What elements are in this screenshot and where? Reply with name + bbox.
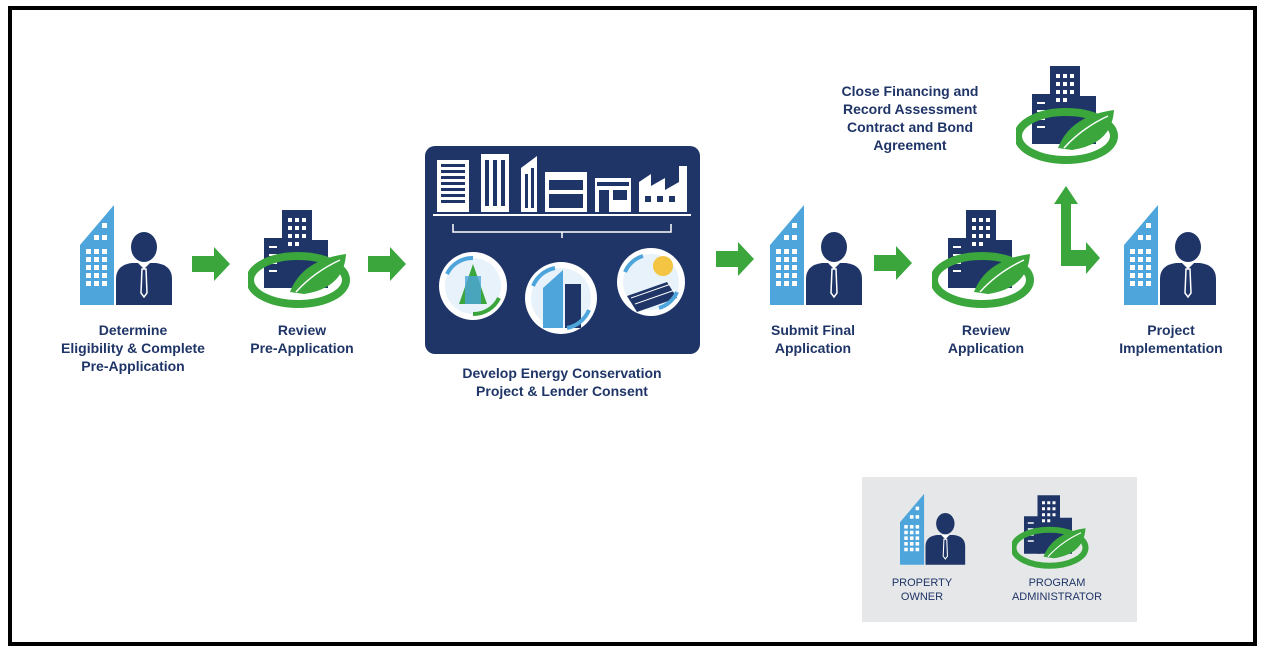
legend-program-administrator-icon: [1012, 495, 1090, 569]
property-owner-icon: [80, 205, 173, 306]
program-administrator-icon: [932, 210, 1036, 308]
program-administrator-icon: [1016, 66, 1120, 164]
arrow-right-icon: [192, 247, 230, 281]
develop-project-panel: [425, 146, 700, 354]
arrow-right-icon: [368, 247, 406, 281]
property-owner-icon: [1124, 205, 1217, 306]
program-administrator-icon: [248, 210, 352, 308]
property-owner-icon: [770, 205, 863, 306]
building-types-illustration: [433, 154, 691, 334]
legend-property-owner-icon: [900, 493, 966, 566]
arrow-right-icon: [874, 246, 912, 280]
arrow-right-icon: [716, 242, 754, 276]
branch-arrow-icon: [1054, 186, 1100, 274]
